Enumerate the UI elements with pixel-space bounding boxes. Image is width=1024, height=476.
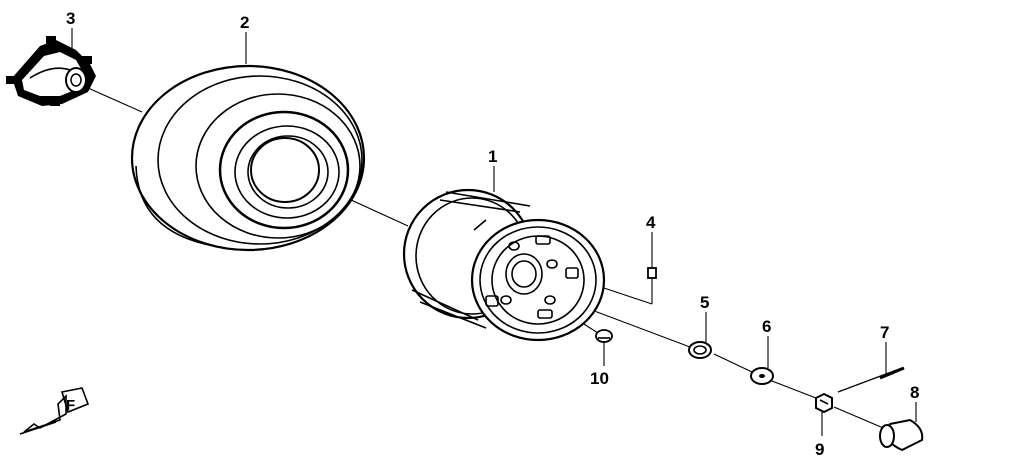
castle-nut-drawing: [815, 392, 833, 414]
callout-labels: 3 2 1 4 5 6 7 8 9 10: [66, 9, 919, 459]
callout-7: 7: [880, 323, 889, 342]
callout-2: 2: [240, 13, 249, 32]
front-direction-arrow-icon: F: [19, 387, 90, 435]
wheel-hub-drawing: [6, 36, 96, 106]
valve-stem-drawing: [647, 267, 657, 304]
lug-nut-drawing: [595, 329, 613, 343]
callout-5: 5: [700, 293, 709, 312]
callout-4: 4: [646, 213, 656, 232]
callout-6: 6: [762, 317, 771, 336]
callout-1: 1: [488, 147, 497, 166]
callout-10: 10: [590, 369, 609, 388]
callout-9: 9: [815, 440, 824, 459]
o-ring-drawing: [688, 341, 712, 359]
callout-3: 3: [66, 9, 75, 28]
tire-drawing: [130, 64, 366, 252]
wheel-rim-drawing: [402, 188, 606, 342]
washer-drawing: [750, 367, 774, 385]
cotter-pin-drawing: [837, 366, 905, 393]
callout-8: 8: [910, 383, 919, 402]
hub-cap-drawing: [879, 418, 924, 452]
leader-lines: [71, 28, 917, 436]
front-direction-letter: F: [66, 397, 75, 414]
